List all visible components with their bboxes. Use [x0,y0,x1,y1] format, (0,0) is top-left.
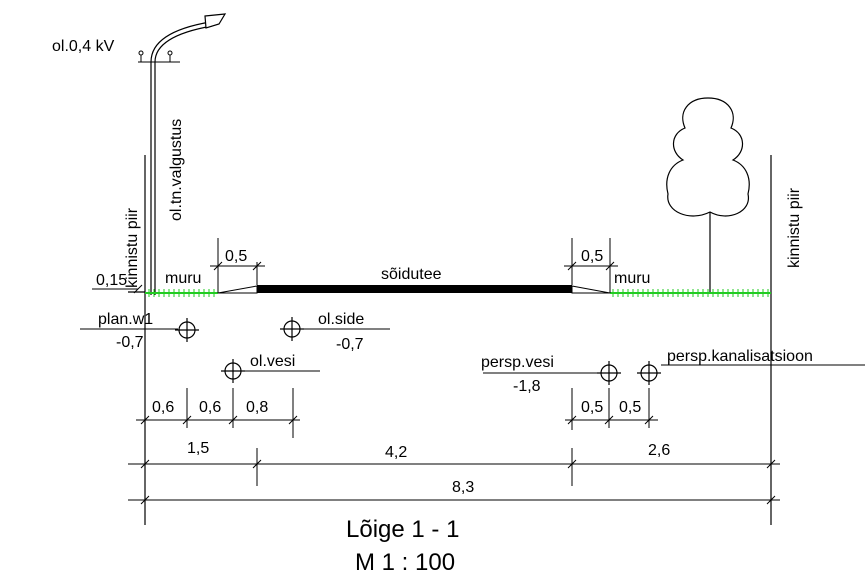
dim-row1 [136,388,658,438]
utility-persp-kanal [637,361,865,385]
label-persp-vesi: persp.vesi [481,354,554,371]
label-grass-left: muru [165,270,201,287]
tree-symbol [666,97,750,292]
label-persp-vesi-depth: -1,8 [513,378,541,395]
label-dim-08: 0,8 [246,399,268,416]
utility-ol-vesi [221,359,320,383]
label-dim-42: 4,2 [385,444,407,461]
dim-05-left [210,238,265,293]
label-dim-06-b: 0,6 [199,399,221,416]
label-property-right: kinnistu piir [786,187,803,268]
label-plan-w1: plan.w1 [98,311,153,328]
label-ol-vesi: ol.vesi [250,353,295,370]
utility-ol-side [280,317,390,341]
curb-left [217,285,258,294]
label-dim-83: 8,3 [452,479,474,496]
label-dim-26: 2,6 [648,442,670,459]
utility-persp-vesi [483,361,621,385]
label-ol-side: ol.side [318,311,364,328]
label-street-light: ol.tn.valgustus [168,119,185,221]
drawing-title: Lõige 1 - 1 [346,516,459,543]
dim-total [128,495,780,505]
utility-plan-w1 [80,318,199,342]
label-dim-05-b: 0,5 [619,399,641,416]
grass-strip-right [610,289,771,297]
drawing-scale: M 1 : 100 [355,549,455,574]
label-plan-w1-depth: -0,7 [116,334,144,351]
dim-05-right [564,238,618,293]
road-surface [257,285,572,293]
label-dim-05-left: 0,5 [225,248,247,265]
label-dim-15: 1,5 [187,440,209,457]
dim-015 [92,284,143,294]
label-grass-right: muru [614,270,650,287]
label-dim-05-right: 0,5 [581,248,603,265]
dim-row2 [128,448,780,486]
label-power-line: ol.0,4 kV [52,38,115,55]
label-property-left: kinnistu piir [124,207,141,288]
label-road: sõidutee [381,266,442,283]
label-ol-side-depth: -0,7 [336,336,364,353]
grass-strip-left [145,289,218,297]
curb-right [571,285,611,294]
label-dim-06-a: 0,6 [152,399,174,416]
label-dim-015: 0,15 [96,272,127,289]
label-persp-kanal: persp.kanalisatsioon [667,348,813,365]
label-dim-05-a: 0,5 [581,399,603,416]
street-light-pole [138,13,227,295]
